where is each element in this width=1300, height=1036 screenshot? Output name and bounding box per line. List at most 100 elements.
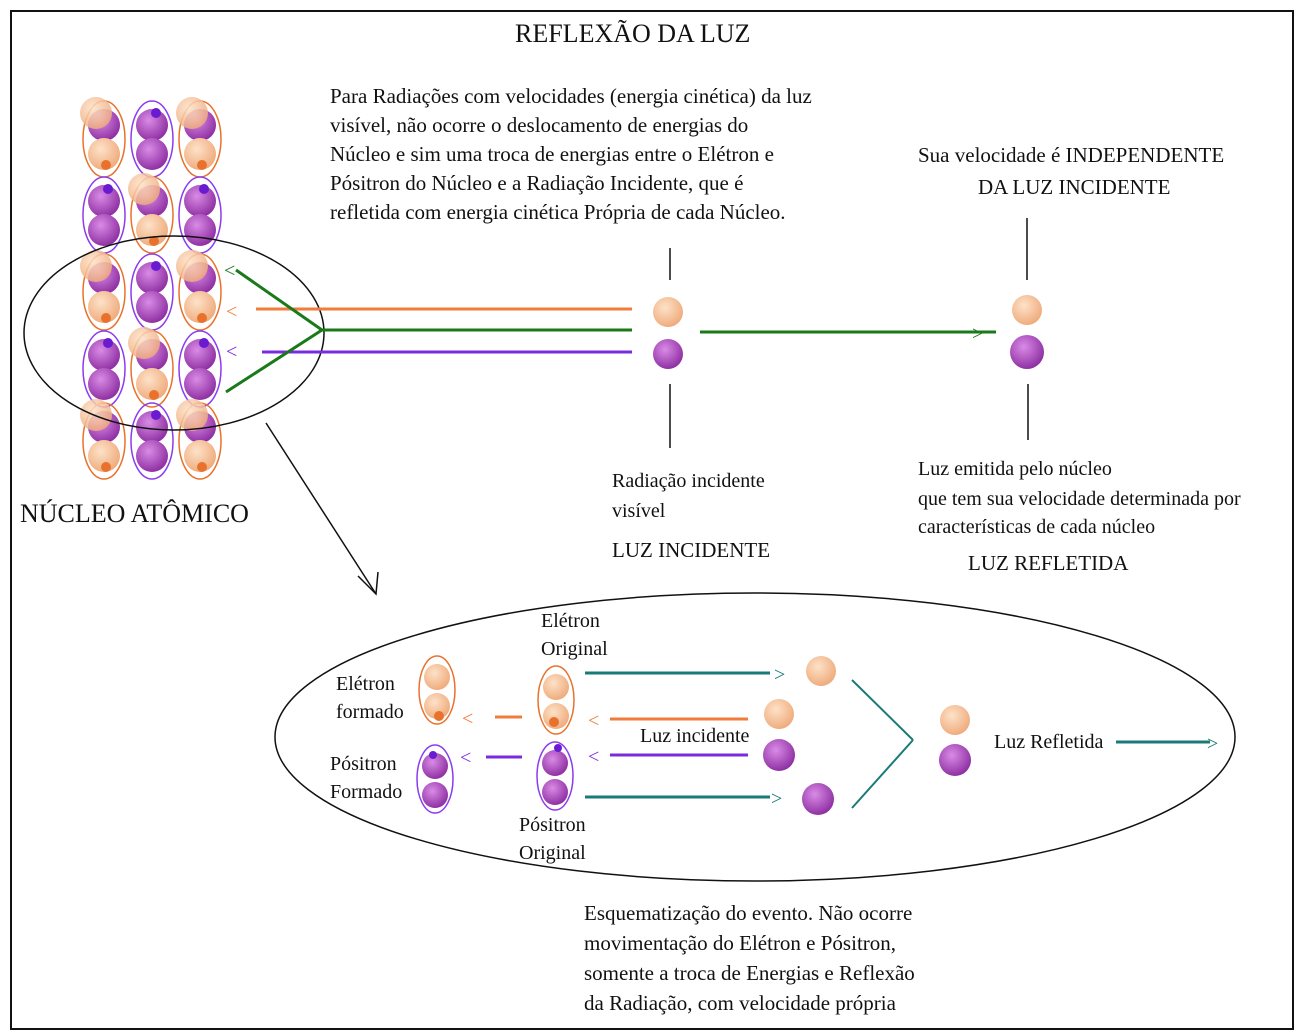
electron-particle xyxy=(88,138,120,170)
positron-nucleon xyxy=(130,402,174,480)
positron-core xyxy=(554,744,562,752)
positron-particle xyxy=(184,339,216,371)
electron-nucleon xyxy=(176,399,222,480)
electron-nucleon xyxy=(128,327,174,408)
caption-line: da Radiação, com velocidade própria xyxy=(584,991,897,1015)
positron-particle xyxy=(88,185,120,217)
electron-original-label: Elétron xyxy=(541,610,600,632)
electron-nucleon xyxy=(80,97,126,178)
positron-particle xyxy=(763,739,795,771)
electron-nucleon xyxy=(80,250,126,331)
electron-particle xyxy=(940,705,970,735)
nucleus-label: NÚCLEO ATÔMICO xyxy=(20,499,249,528)
electron-nucleon xyxy=(176,97,222,178)
detail-ellipse xyxy=(274,592,1236,882)
positron-nucleon xyxy=(178,330,222,408)
caption-line: Esquematização do evento. Não ocorre xyxy=(584,901,912,925)
electron-core xyxy=(149,236,159,246)
teal-v-upper xyxy=(851,679,914,741)
positron-particle xyxy=(422,782,448,808)
positron-nucleon xyxy=(130,253,174,331)
arrow-glyph-reflected: > xyxy=(972,323,983,345)
reflected-description: que tem sua velocidade determinada por xyxy=(918,488,1241,510)
positron-formed-label: Formado xyxy=(330,781,402,803)
nucleus-highlight-ellipse xyxy=(23,235,325,431)
reflected-description: Luz emitida pelo núcleo xyxy=(918,458,1112,480)
electron-particle xyxy=(424,693,450,719)
positron-particle xyxy=(653,339,683,369)
positron-core xyxy=(103,184,113,194)
positron-core xyxy=(151,108,161,118)
positron-particle xyxy=(136,109,168,141)
electron-core xyxy=(197,462,207,472)
positron-particle xyxy=(88,214,120,246)
intro-line: Para Radiações com velocidades (energia … xyxy=(330,84,812,108)
positron-particle xyxy=(88,368,120,400)
arrow-glyph-orange: < xyxy=(462,708,473,730)
positron-nucleon xyxy=(82,330,126,408)
positron-formed-label: Pósitron xyxy=(330,753,397,775)
positron-original-label: Pósitron xyxy=(519,814,586,836)
diagram-title: REFLEXÃO DA LUZ xyxy=(515,19,750,48)
electron-particle xyxy=(88,440,120,472)
arrow-glyph-purple: < xyxy=(588,746,599,768)
positron-core xyxy=(103,338,113,348)
electron-particle xyxy=(653,297,683,327)
original-electron-outline xyxy=(537,665,575,735)
electron-formed-label: formado xyxy=(336,701,404,723)
electron-particle xyxy=(176,250,208,282)
reflection-branch-up xyxy=(235,268,323,332)
formed-positron-outline xyxy=(416,744,454,814)
caption-line: movimentação do Elétron e Pósitron, xyxy=(584,931,896,955)
incident-light-label: LUZ INCIDENTE xyxy=(612,538,770,562)
incident-description: Radiação incidente xyxy=(612,470,765,492)
detail-incident-label: Luz incidente xyxy=(640,725,750,747)
incident-beams xyxy=(225,268,632,394)
positron-particle xyxy=(939,744,971,776)
electron-particle xyxy=(806,656,836,686)
electron-original-label: Original xyxy=(541,638,608,660)
zoom-pointer-line xyxy=(265,422,377,595)
incident-description: visível xyxy=(612,500,666,522)
positron-nucleon xyxy=(130,100,174,178)
electron-particle xyxy=(80,97,112,129)
page-border xyxy=(10,10,1294,1030)
positron-particle xyxy=(184,214,216,246)
electron-particle xyxy=(176,399,208,431)
electron-nucleon xyxy=(176,250,222,331)
positron-particle xyxy=(136,440,168,472)
electron-core xyxy=(101,160,111,170)
electron-particle xyxy=(424,664,450,690)
electron-particle xyxy=(136,368,168,400)
electron-particle xyxy=(80,399,112,431)
intro-line: refletida com energia cinética Própria d… xyxy=(330,200,786,224)
teal-v-lower xyxy=(851,739,914,809)
positron-particle xyxy=(88,339,120,371)
arrow-glyph-green: < xyxy=(224,260,235,282)
electron-nucleon xyxy=(80,399,126,480)
positron-core xyxy=(429,751,437,759)
zoom-pointer-head xyxy=(357,571,379,596)
positron-particle xyxy=(542,779,568,805)
formed-electron-outline xyxy=(418,655,456,725)
velocity-note: DA LUZ INCIDENTE xyxy=(978,175,1170,199)
electron-core xyxy=(197,160,207,170)
caption: Esquematização do evento. Não ocorre mov… xyxy=(584,901,915,1015)
positron-particle xyxy=(802,783,834,815)
arrow-glyph-teal: > xyxy=(771,788,782,810)
arrow-glyph-teal: > xyxy=(1207,733,1218,755)
electron-particle xyxy=(176,97,208,129)
positron-particle xyxy=(1010,335,1044,369)
electron-formed-label: Elétron xyxy=(336,673,395,695)
electron-core xyxy=(101,462,111,472)
electron-particle xyxy=(184,138,216,170)
intro-text: Para Radiações com velocidades (energia … xyxy=(330,84,812,224)
reflected-description: características de cada núcleo xyxy=(918,516,1155,538)
positron-nucleon xyxy=(82,176,126,254)
electron-core xyxy=(434,711,444,721)
detail-reflected-label: Luz Refletida xyxy=(994,731,1104,753)
arrow-glyph-teal: > xyxy=(774,664,785,686)
intro-line: visível, não ocorre o deslocamento de en… xyxy=(330,113,748,137)
